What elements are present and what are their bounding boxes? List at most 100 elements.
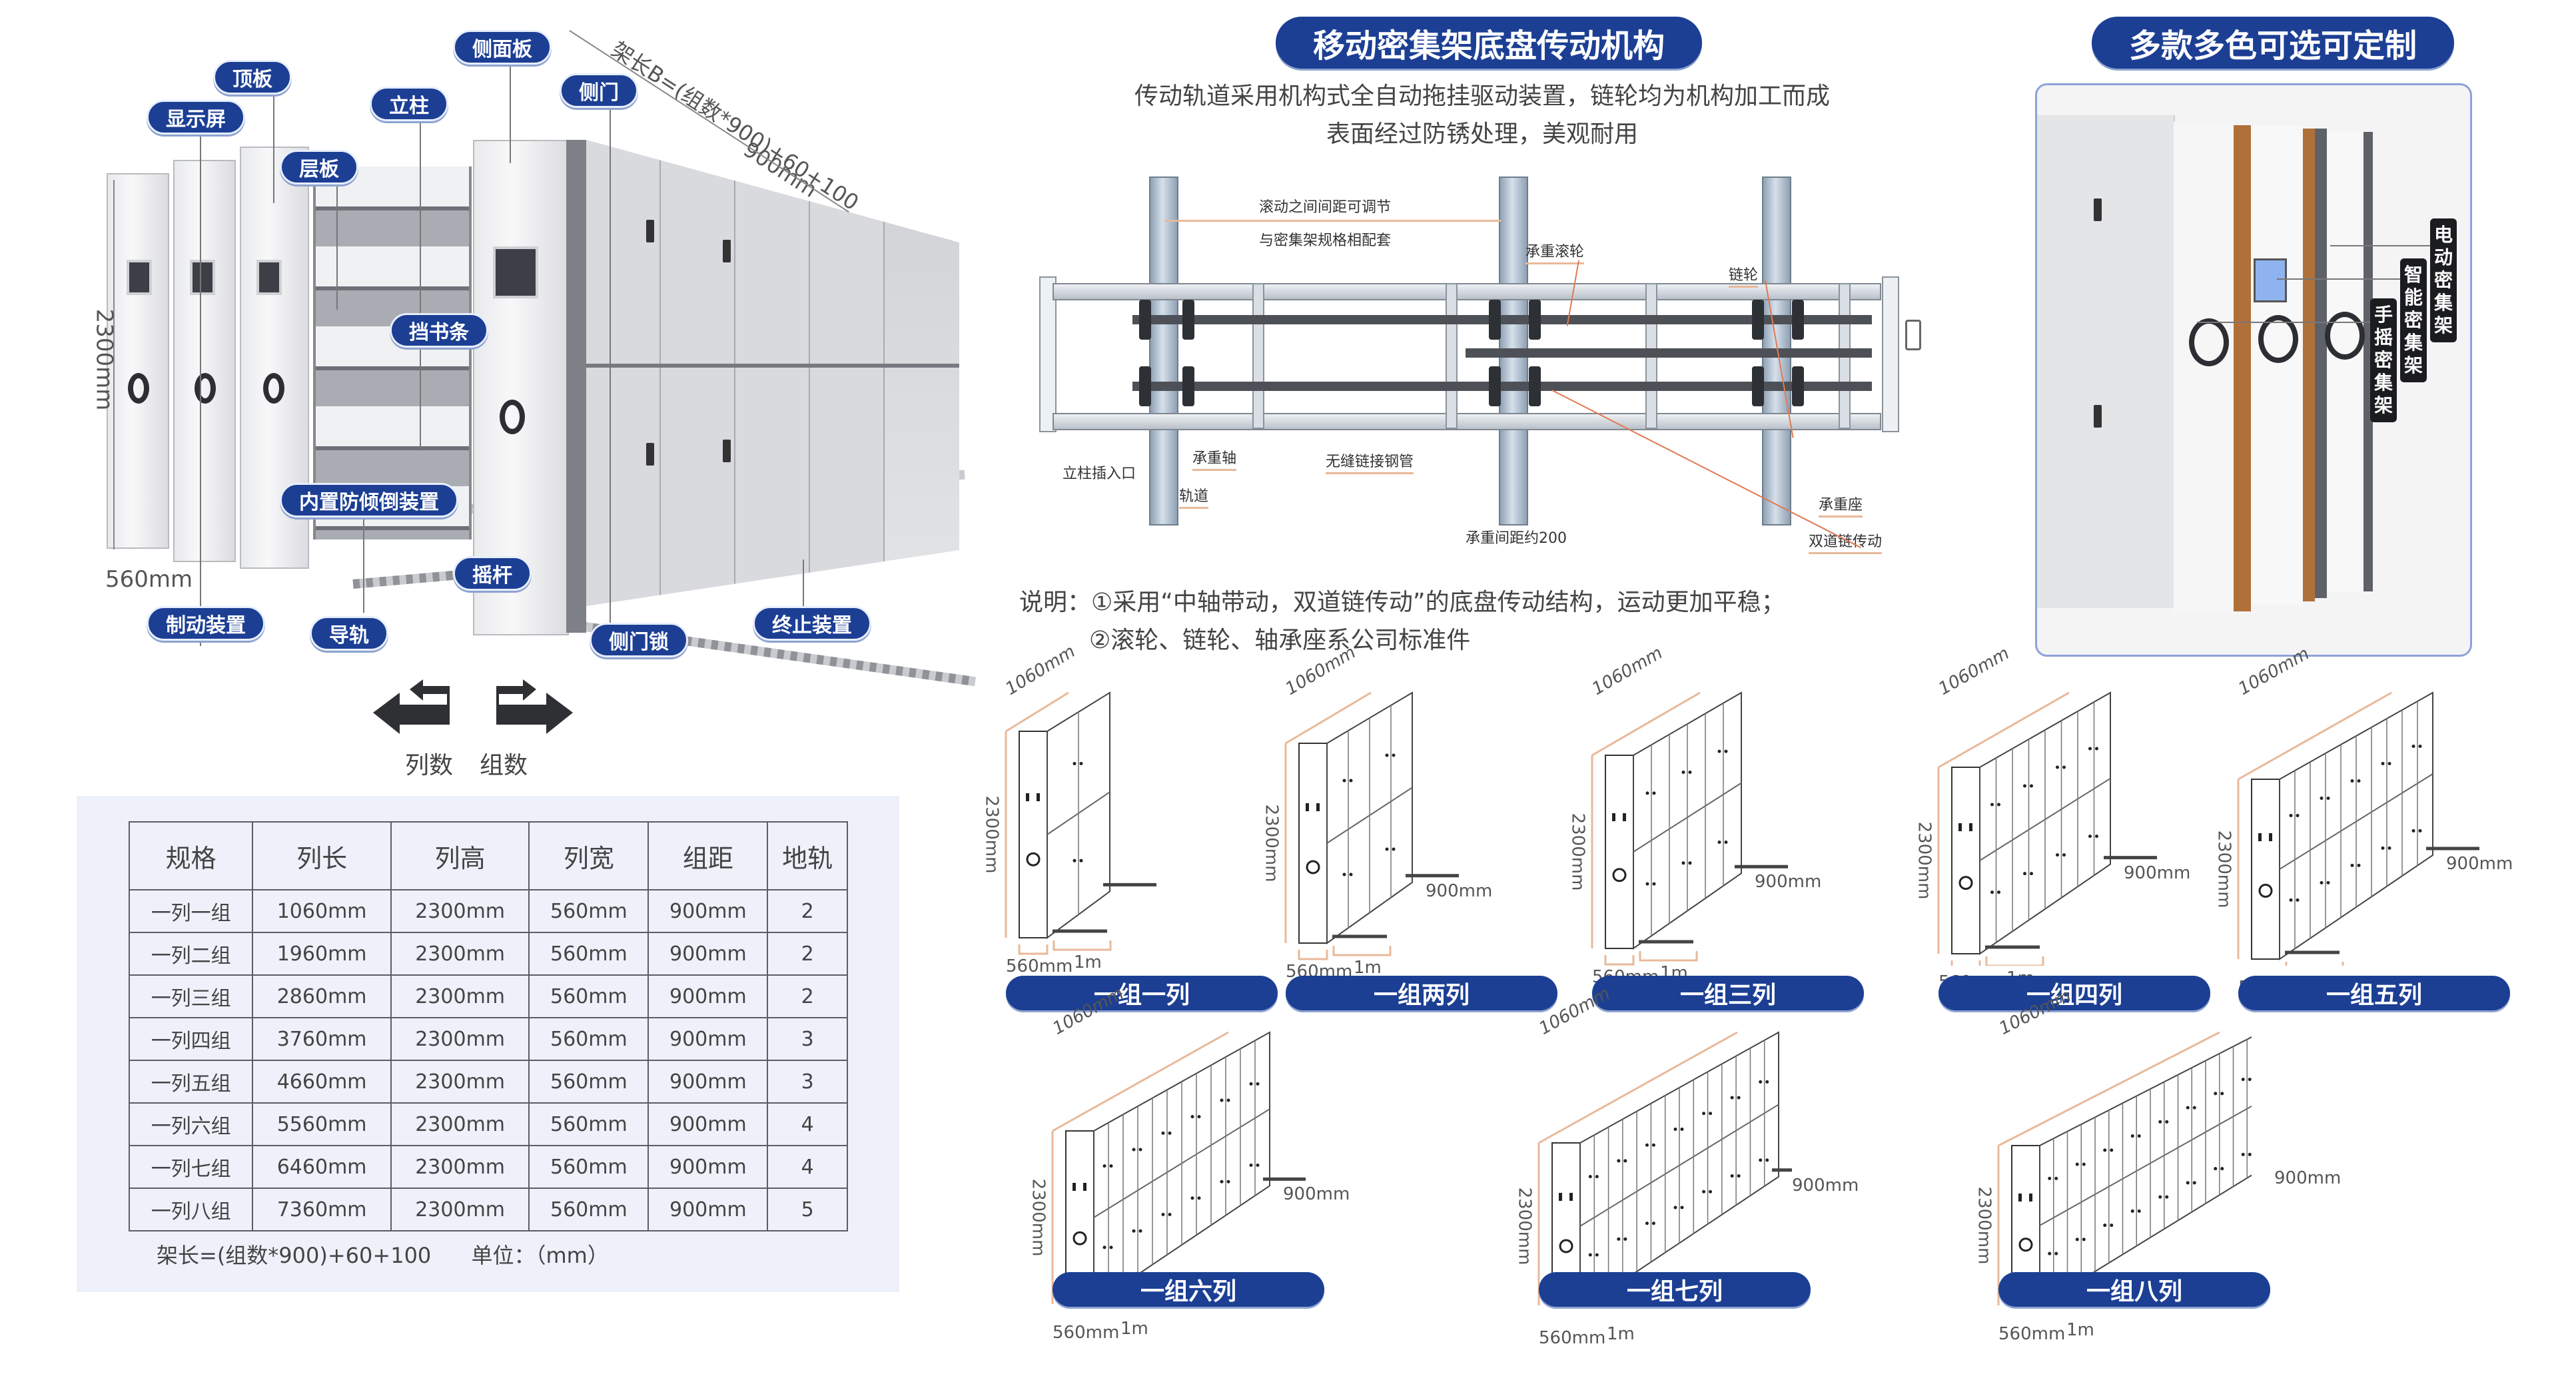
table-cell: 一列二组 [128,932,254,976]
config-spacing-label: 900mm [1792,1175,1859,1196]
table-cell: 5560mm [252,1102,392,1146]
table-cell: 2300mm [390,1102,530,1146]
crank-wheel [128,373,149,404]
track-post [1149,176,1178,525]
table-cell: 2 [767,932,848,976]
table-cell: 560mm [528,1017,649,1061]
callout-track: 轨道 [1179,484,1209,509]
crank-wheel [263,373,284,404]
label-side-door-lock: 侧门锁 [590,623,688,657]
config-label-pill: 一组三列 [1592,976,1864,1010]
sprocket-icon [1489,366,1501,406]
width-dimension: 560mm [105,566,193,593]
table-cell: 2 [767,889,848,933]
sprocket-icon [1139,366,1151,406]
side-doors [586,140,959,606]
config-height-label: 2300mm [981,795,1002,874]
display-screen [493,246,538,298]
brown-trim [2234,125,2251,611]
config-label-pill: 一组六列 [1053,1272,1324,1307]
label-brake: 制动装置 [147,606,265,641]
label-anti-tip: 内置防倾倒装置 [280,483,458,518]
sprocket-icon [1752,300,1764,340]
display-screen [127,260,152,295]
callout-dual-chain: 双道链传动 [1809,529,1883,554]
configuration-drawing [1005,691,1156,955]
table-cell: 560mm [528,1102,649,1146]
configuration-item: 1060mm2300mm560mm1m900mm一组五列 [2212,643,2513,1010]
height-dimension-line [113,180,115,549]
door-handle [2094,405,2102,428]
configuration-item: 1060mm2300mm560mm1m900mm一组四列 [1912,643,2210,1010]
mechanism-title: 移动密集架底盘传动机构 [1276,17,1703,69]
config-spacing-label: 900mm [2446,854,2513,874]
header-rails: 地轨 [767,821,848,890]
table-cell: 900mm [647,1188,769,1231]
configuration-item: 1060mm2300mm560mm1m900mm一组三列 [1565,643,1864,1010]
table-cell: 900mm [647,1145,769,1189]
table-footer: 架长=(组数*900)+60+100 单位：（mm） [157,1239,642,1269]
table-cell: 2300mm [390,1017,530,1061]
cabinet-end [173,160,236,562]
callout-seamless-tube: 无缝链接钢管 [1326,450,1414,474]
config-width-label: 560mm [1998,1324,2066,1344]
config-spacing-label: 900mm [1426,880,1493,901]
table-cell: 560mm [528,932,649,976]
header-spec: 规格 [128,821,254,890]
brown-trim [2303,129,2315,601]
smart-screen [2254,258,2287,302]
table-cell: 一列三组 [128,974,254,1018]
table-cell: 4 [767,1145,848,1189]
cabinet-front-panel [473,140,569,635]
table-cell: 一列七组 [128,1145,254,1189]
config-aisle-label: 1m [2066,1320,2094,1340]
callout-spacing-line2: 与密集架规格相配套 [1259,232,1392,249]
sprocket-icon [1792,366,1804,406]
config-width-label: 560mm [1053,1323,1120,1343]
callout-bearing-seat: 承重座 [1819,493,1863,518]
table-cell: 900mm [647,1017,769,1061]
config-height-label: 2300mm [1028,1178,1049,1257]
sprocket-icon [1752,366,1764,406]
header-group-spacing: 组距 [647,821,769,890]
table-cell: 2300mm [390,932,530,976]
config-spacing-label: 900mm [2124,863,2191,883]
label-shelf: 层板 [280,150,358,184]
callout-spacing-line1: 滚动之间间距可调节 [1259,199,1392,216]
door-handle [2094,198,2102,221]
color-options-photo: 电动密集架 智能密集架 手摇密集架 [2035,83,2472,657]
table-cell: 3760mm [252,1017,392,1061]
product-photo [100,100,976,687]
product-diagram: 2300mm 560mm 架长B=(组数*900)+60+100 900mm 侧… [0,0,976,687]
colors-title: 多款多色可选可定制 [2092,17,2455,69]
direction-legend: 列数 组数 [373,679,573,786]
label-side-door: 侧门 [560,73,638,108]
table-cell: 2300mm [390,1188,530,1231]
label-guide-rail: 导轨 [310,616,388,651]
tag-manual: 手摇密集架 [2370,298,2397,422]
table-header-row: 规格 列长 列高 列宽 组距 地轨 [128,821,848,890]
header-length: 列长 [252,821,392,890]
table-cell: 4 [767,1102,848,1146]
sprocket-icon [1489,300,1501,340]
table-cell: 4660mm [252,1060,392,1104]
label-column: 立柱 [370,87,448,121]
table-cell: 560mm [528,1060,649,1104]
configuration-drawing [1591,691,1788,966]
config-label-pill: 一组四列 [1938,976,2210,1010]
label-stop-device: 终止装置 [753,606,871,641]
config-aisle-label: 1m [1607,1324,1635,1344]
table-cell: 900mm [647,1060,769,1104]
sprocket-icon [1182,366,1194,406]
config-spacing-label: 900mm [1283,1184,1350,1205]
drive-shaft [1132,315,1872,324]
table-cell: 900mm [647,932,769,976]
table-cell: 一列六组 [128,1102,254,1146]
header-height: 列高 [390,821,530,890]
config-aisle-label: 1m [1074,952,1102,972]
table-cell: 560mm [528,974,649,1018]
groups-label: 组数 [480,752,528,779]
